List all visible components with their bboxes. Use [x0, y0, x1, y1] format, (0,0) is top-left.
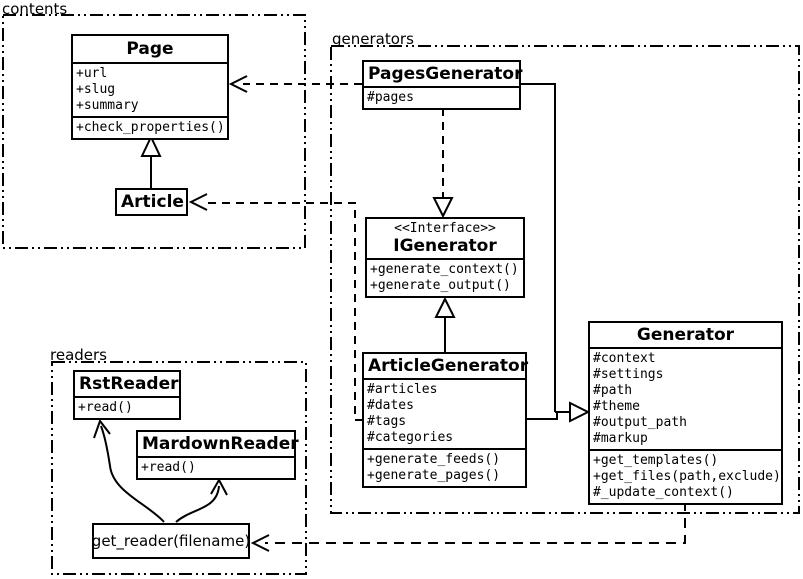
class-member: +get_files(path,exclude)	[593, 469, 781, 484]
class-member: #_update_context()	[593, 485, 734, 500]
class-member: +summary	[76, 98, 139, 113]
arrow-getreader-to-markdownreader	[175, 477, 228, 523]
hollow-triangle-icon	[569, 401, 591, 423]
class-member: #dates	[367, 398, 414, 413]
package-label-contents: contents	[2, 0, 68, 18]
class-title: Page	[126, 39, 174, 59]
open-arrowhead-icon	[93, 418, 111, 439]
get-reader-node: get_reader(filename)	[92, 523, 250, 559]
class-member: #context	[593, 351, 656, 366]
class-title: ArticleGenerator	[368, 356, 529, 376]
class-member: +get_templates()	[593, 453, 719, 468]
methods-compartment: +get_templates()+get_files(path,exclude)…	[590, 449, 781, 503]
class-member: +generate_pages()	[367, 468, 501, 483]
class-member: #pages	[367, 90, 414, 105]
class-title: Article	[121, 192, 184, 212]
open-arrowhead-icon	[210, 477, 228, 496]
class-pagesgenerator: PagesGenerator #pages	[362, 60, 523, 110]
class-member: +url	[76, 66, 108, 81]
attributes-compartment: #context#settings#path#theme#output_path…	[590, 347, 781, 449]
class-member: +generate_context()	[370, 262, 519, 277]
class-title-text: IGenerator	[393, 236, 497, 256]
attributes-compartment: +url+slug+summary	[73, 62, 227, 116]
methods-compartment: +read()	[75, 396, 179, 418]
inheritance-generators-to-generator	[521, 83, 591, 423]
hollow-triangle-icon	[432, 197, 454, 219]
inheritance-articlegenerator-to-igenerator	[434, 296, 456, 352]
realization-pagesgenerator-to-igenerator	[432, 108, 454, 219]
open-arrowhead-icon	[188, 193, 208, 211]
class-title: Generator	[636, 325, 735, 345]
class-member: +check_properties()	[76, 120, 225, 135]
class-member: #tags	[367, 414, 407, 429]
class-member: +generate_output()	[370, 278, 511, 293]
dependency-pagesgenerator-to-page	[228, 75, 362, 93]
class-member: +slug	[76, 82, 116, 97]
class-member: +read()	[141, 460, 196, 475]
class-title: <<Interface>> IGenerator	[367, 219, 523, 258]
class-member: #categories	[367, 430, 454, 445]
class-articlegenerator: ArticleGenerator #articles#dates#tags#ca…	[362, 352, 529, 488]
methods-compartment: +read()	[138, 456, 294, 478]
hollow-triangle-icon	[434, 296, 456, 318]
inheritance-article-to-page	[140, 134, 162, 188]
readers-package-frame	[51, 361, 307, 575]
attributes-compartment: #pages	[364, 86, 519, 108]
methods-compartment: +generate_context()+generate_output()	[367, 258, 523, 296]
class-rstreader: RstReader +read()	[73, 370, 181, 420]
hollow-triangle-icon	[140, 134, 162, 157]
methods-compartment: +check_properties()	[73, 116, 227, 138]
class-member: #theme	[593, 399, 640, 414]
open-arrowhead-icon	[228, 75, 248, 93]
class-generator: Generator #context#settings#path#theme#o…	[588, 321, 783, 505]
dependency-generator-to-getreader	[250, 501, 686, 552]
interface-stereotype: <<Interface>>	[394, 221, 496, 236]
class-member: #output_path	[593, 415, 687, 430]
class-markdownreader: MardownReader +read()	[136, 430, 299, 480]
class-member: #settings	[593, 367, 664, 382]
methods-compartment: +generate_feeds()+generate_pages()	[364, 448, 525, 486]
class-igenerator: <<Interface>> IGenerator +generate_conte…	[365, 217, 525, 298]
class-member: +generate_feeds()	[367, 452, 501, 467]
contents-package-frame	[2, 14, 306, 249]
open-arrowhead-icon	[250, 534, 270, 552]
class-title: RstReader	[79, 374, 179, 394]
class-title: PagesGenerator	[368, 64, 523, 84]
class-member: #path	[593, 383, 633, 398]
class-article: Article	[115, 188, 188, 216]
arrow-getreader-to-rstreader	[93, 418, 165, 523]
class-member: +read()	[78, 400, 133, 415]
get-reader-label: get_reader(filename)	[91, 532, 251, 550]
package-label-generators: generators	[332, 30, 414, 48]
class-title: MardownReader	[142, 434, 299, 454]
class-member: #articles	[367, 382, 438, 397]
package-label-readers: readers	[50, 346, 107, 364]
attributes-compartment: #articles#dates#tags#categories	[364, 378, 525, 448]
class-member: #markup	[593, 431, 648, 446]
dependency-articlegenerator-to-article	[188, 193, 363, 421]
generators-package-frame	[330, 45, 800, 514]
class-page: Page +url+slug+summary +check_properties…	[71, 34, 229, 140]
